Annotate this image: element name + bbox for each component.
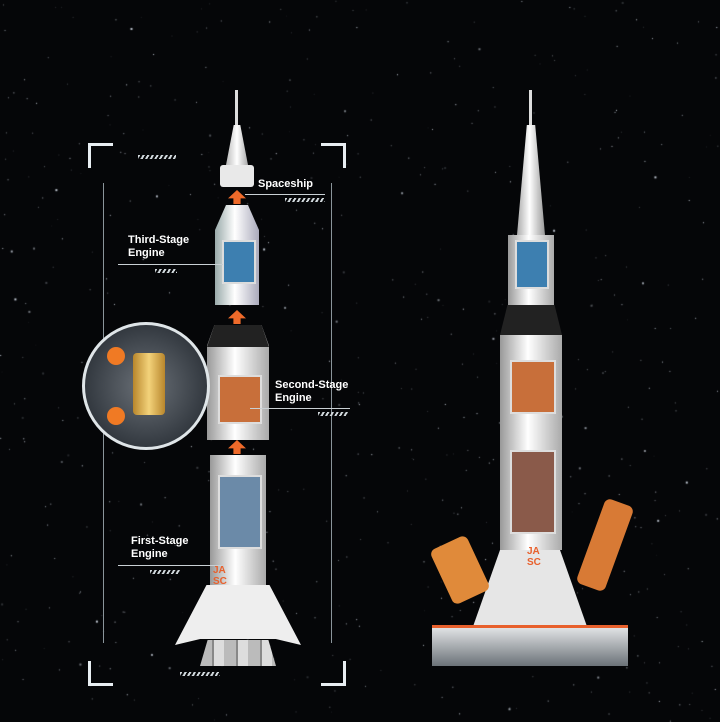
frame-hatch: [138, 155, 176, 159]
frame-corner: [88, 661, 113, 686]
frame-corner: [321, 143, 346, 168]
leader-line: [118, 565, 223, 566]
label-hatch: [150, 570, 180, 574]
label-hatch: [285, 198, 325, 202]
frame-corner: [88, 143, 113, 168]
frame-hatch: [180, 672, 220, 676]
leader-line: [118, 264, 223, 265]
leader-line: [245, 194, 325, 195]
leader-line: [250, 408, 350, 409]
launch-pad: [432, 625, 628, 666]
label-hatch: [318, 412, 348, 416]
label-spaceship: Spaceship: [258, 178, 314, 190]
label-hatch: [155, 269, 177, 273]
frame-corner: [321, 661, 346, 686]
detail-magnifier: [82, 322, 210, 450]
